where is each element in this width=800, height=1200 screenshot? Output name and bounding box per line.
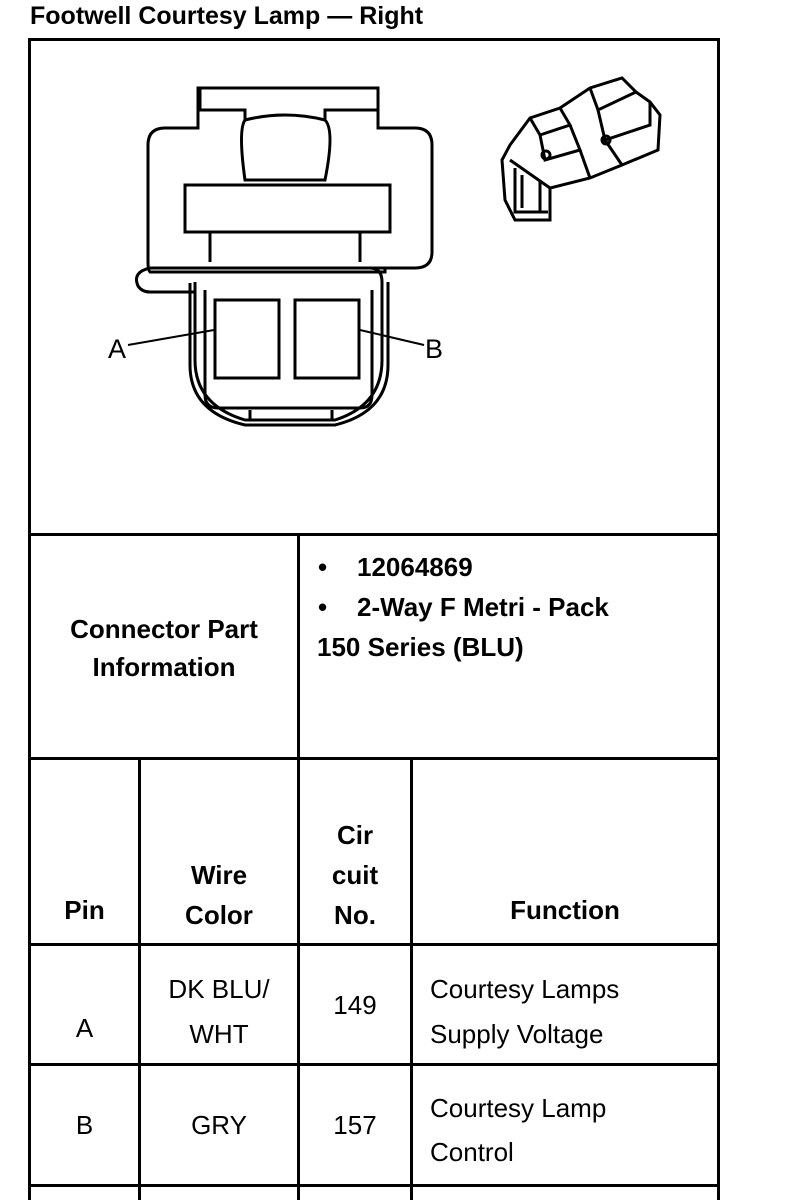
header-circuit-line2: cuit <box>331 860 379 890</box>
row-a-wire-color-line2: WHT <box>189 1019 249 1049</box>
row-b-function: Courtesy Lamp Control <box>430 1086 717 1174</box>
header-wire-color-line1: Wire <box>190 860 248 890</box>
row-b-circuit: 157 <box>333 1110 377 1140</box>
connector-info-value: • 12064869 • 2-Way F Metri - Pack 150 Se… <box>300 552 717 752</box>
table-col-divider-1 <box>138 757 141 1200</box>
connector-diagram: A B <box>108 76 662 427</box>
table-col-divider-3 <box>410 757 413 1200</box>
connector-info-bottom-border <box>28 757 720 760</box>
connector-front-view <box>127 86 434 427</box>
pin-b-callout: B <box>425 334 443 364</box>
connector-info-label-line1: Connector Part <box>70 614 258 644</box>
header-function: Function <box>510 895 620 925</box>
row-b-wire-color: GRY <box>191 1110 247 1140</box>
row-a-circuit: 149 <box>333 990 377 1020</box>
bullet-1: • <box>318 552 328 582</box>
header-circuit-number: Cir cuit No. <box>300 815 410 935</box>
table-row-a-bottom-border <box>28 1063 720 1066</box>
table-header-bottom-border <box>28 943 720 946</box>
frame-left-border <box>28 38 31 1200</box>
header-pin: Pin <box>64 895 105 925</box>
page-title: Footwell Courtesy Lamp — Right <box>30 2 424 30</box>
diagram-bottom-border <box>28 533 720 536</box>
header-wire-color: Wire Color <box>141 855 297 935</box>
bullet-2: • <box>318 592 328 622</box>
header-wire-color-line2: Color <box>185 900 253 930</box>
table-row-b-bottom-border <box>28 1184 720 1187</box>
header-circuit-line3: No. <box>334 900 376 930</box>
row-b-function-line2: Control <box>430 1137 514 1167</box>
row-a-pin: A <box>75 1013 94 1043</box>
connector-info-divider <box>297 533 300 760</box>
row-a-function-line2: Supply Voltage <box>430 1019 604 1049</box>
pin-a-callout: A <box>108 334 126 364</box>
frame-right-border <box>717 38 720 1200</box>
row-a-wire-color-line1: DK BLU/ <box>168 974 270 1004</box>
frame-top-border <box>28 38 720 41</box>
connector-part-number: 12064869 <box>357 552 473 582</box>
row-a-wire-color: DK BLU/ WHT <box>141 967 297 1057</box>
connector-description-line1: 2-Way F Metri - Pack <box>357 592 609 622</box>
connector-description-line2: 150 Series (BLU) <box>317 632 524 662</box>
connector-info-label-line2: Information <box>92 652 236 682</box>
header-circuit-line1: Cir <box>336 820 374 850</box>
row-b-pin: B <box>75 1110 94 1140</box>
connector-info-label: Connector Part Information <box>31 610 297 686</box>
connector-isometric-view <box>500 76 662 222</box>
row-a-function-line1: Courtesy Lamps <box>430 974 620 1004</box>
row-a-function: Courtesy Lamps Supply Voltage <box>430 967 717 1057</box>
table-col-divider-2 <box>297 757 300 1200</box>
row-b-function-line1: Courtesy Lamp <box>430 1093 607 1123</box>
